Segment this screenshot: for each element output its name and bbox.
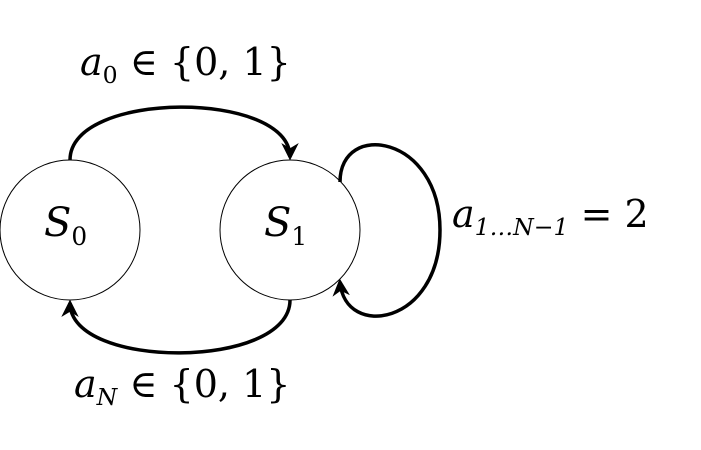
edge-label-sub: 0 [102, 61, 118, 90]
edge-s1-s0-arrow [61, 299, 292, 355]
edge-s1-self-label: a1…N−1 = 2 [452, 192, 649, 241]
edge-label-sub: 1…N−1 [474, 213, 569, 242]
edge-label-rel: ∈ {0, 1} [117, 362, 291, 406]
edge-label-rel: ∈ {0, 1} [117, 40, 291, 84]
state-s0-sub: 0 [71, 221, 88, 251]
edge-label-var: a [74, 362, 97, 406]
edge-label-var: a [80, 40, 103, 84]
edge-s0-s1-label: a0 ∈ {0, 1} [80, 40, 291, 89]
edge-s1-self-loop-arrow [332, 143, 442, 318]
state-s0-base: S [44, 200, 72, 246]
edge-label-sub: N [96, 383, 118, 412]
edge-label-var: a [452, 192, 475, 236]
edge-label-rel: = 2 [568, 192, 649, 236]
state-s1-base: S [264, 200, 292, 246]
state-s1-sub: 1 [291, 221, 308, 251]
edge-s1-s0-label: aN ∈ {0, 1} [74, 362, 291, 411]
state-s1-label: S1 [264, 200, 307, 251]
edge-s0-s1-arrow [68, 105, 299, 161]
state-s0-label: S0 [44, 200, 87, 251]
